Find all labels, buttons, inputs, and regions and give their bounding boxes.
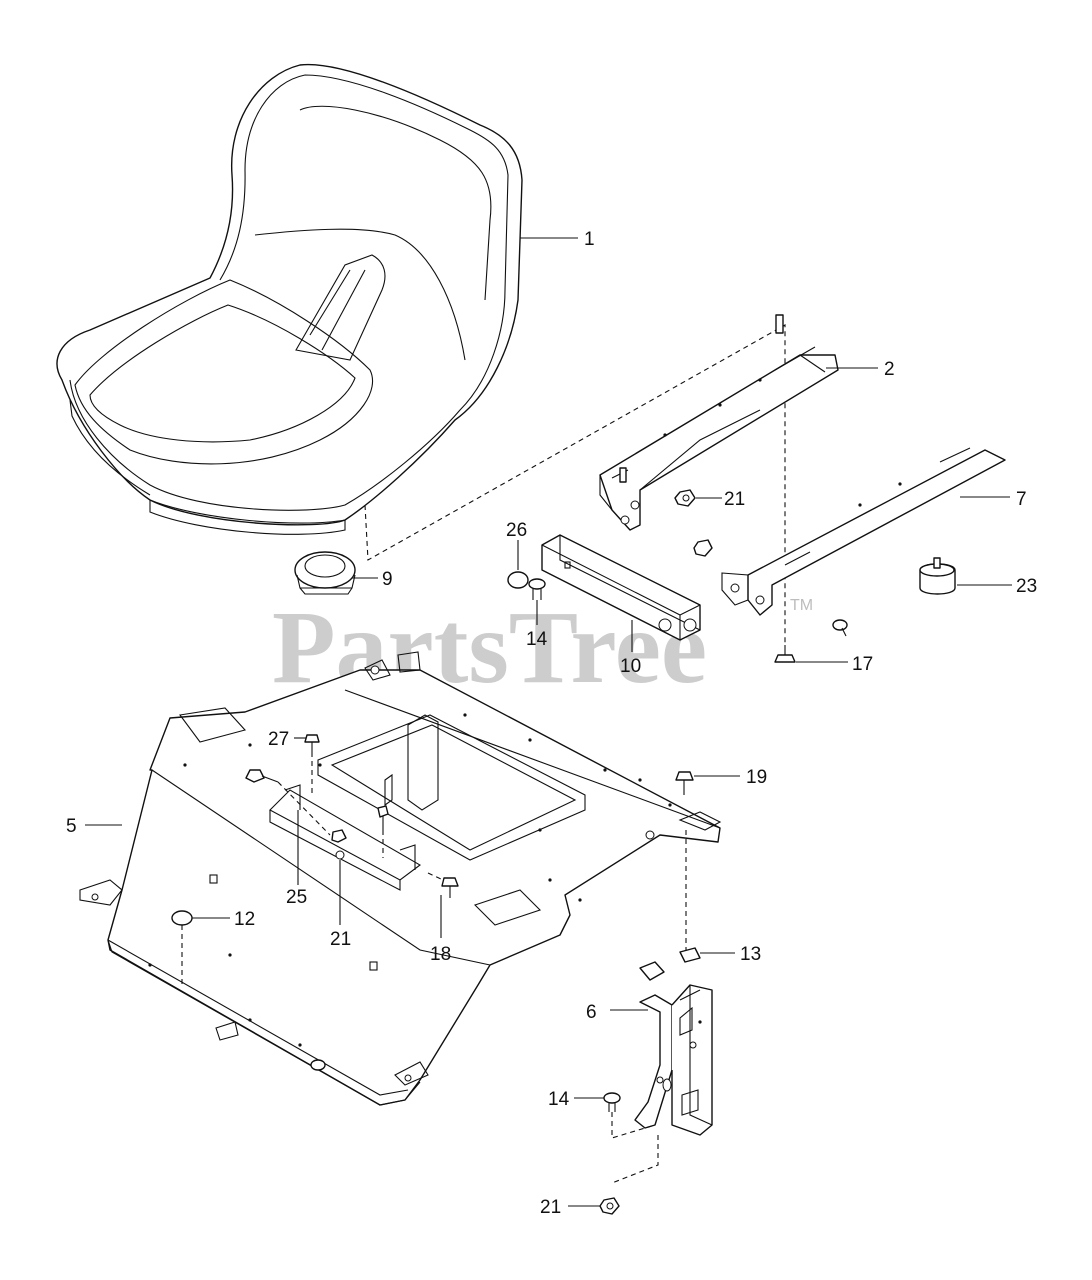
callout-21c: 21 bbox=[540, 1197, 561, 1218]
seat-plate-part bbox=[79, 651, 722, 1106]
bolt-part bbox=[304, 734, 320, 752]
bolt-part bbox=[675, 771, 694, 795]
screw-part bbox=[774, 645, 796, 663]
callout-14b: 14 bbox=[548, 1089, 570, 1110]
cap-part bbox=[507, 571, 529, 589]
bolt-part bbox=[427, 872, 459, 898]
callout-7: 7 bbox=[1016, 489, 1027, 510]
clip-nut-part bbox=[639, 947, 701, 981]
callout-2: 2 bbox=[884, 359, 895, 380]
callout-25: 25 bbox=[286, 887, 307, 908]
bumper-part bbox=[919, 557, 956, 595]
callout-26: 26 bbox=[506, 520, 527, 541]
callout-1: 1 bbox=[584, 229, 595, 250]
callout-6: 6 bbox=[586, 1002, 597, 1023]
callout-19: 19 bbox=[746, 767, 767, 788]
bolt-part bbox=[832, 619, 848, 637]
callout-14a: 14 bbox=[526, 629, 548, 650]
seat-rail-part bbox=[599, 314, 839, 531]
plug-part bbox=[171, 910, 193, 926]
callout-9: 9 bbox=[382, 569, 393, 590]
callout-21b: 21 bbox=[330, 929, 351, 950]
callout-13: 13 bbox=[740, 944, 761, 965]
callout-23: 23 bbox=[1016, 576, 1037, 597]
bolt-part bbox=[528, 578, 546, 600]
callout-17: 17 bbox=[852, 654, 873, 675]
callout-12: 12 bbox=[234, 909, 255, 930]
spacer-bar-part bbox=[541, 534, 701, 641]
watermark-trademark: TM bbox=[790, 597, 813, 614]
callout-18: 18 bbox=[430, 944, 451, 965]
bolt-part bbox=[603, 1092, 621, 1112]
nut-part bbox=[674, 489, 713, 557]
seat-part bbox=[56, 63, 523, 535]
bracket-part bbox=[634, 984, 713, 1136]
callout-5: 5 bbox=[66, 816, 77, 837]
callout-10: 10 bbox=[620, 656, 641, 677]
callout-27: 27 bbox=[268, 729, 289, 750]
seat-switch-part bbox=[294, 551, 356, 595]
callout-21a: 21 bbox=[724, 489, 745, 510]
nut-part bbox=[599, 1197, 620, 1215]
seat-rail-right-part bbox=[721, 447, 1006, 616]
hinge-part bbox=[245, 769, 389, 860]
